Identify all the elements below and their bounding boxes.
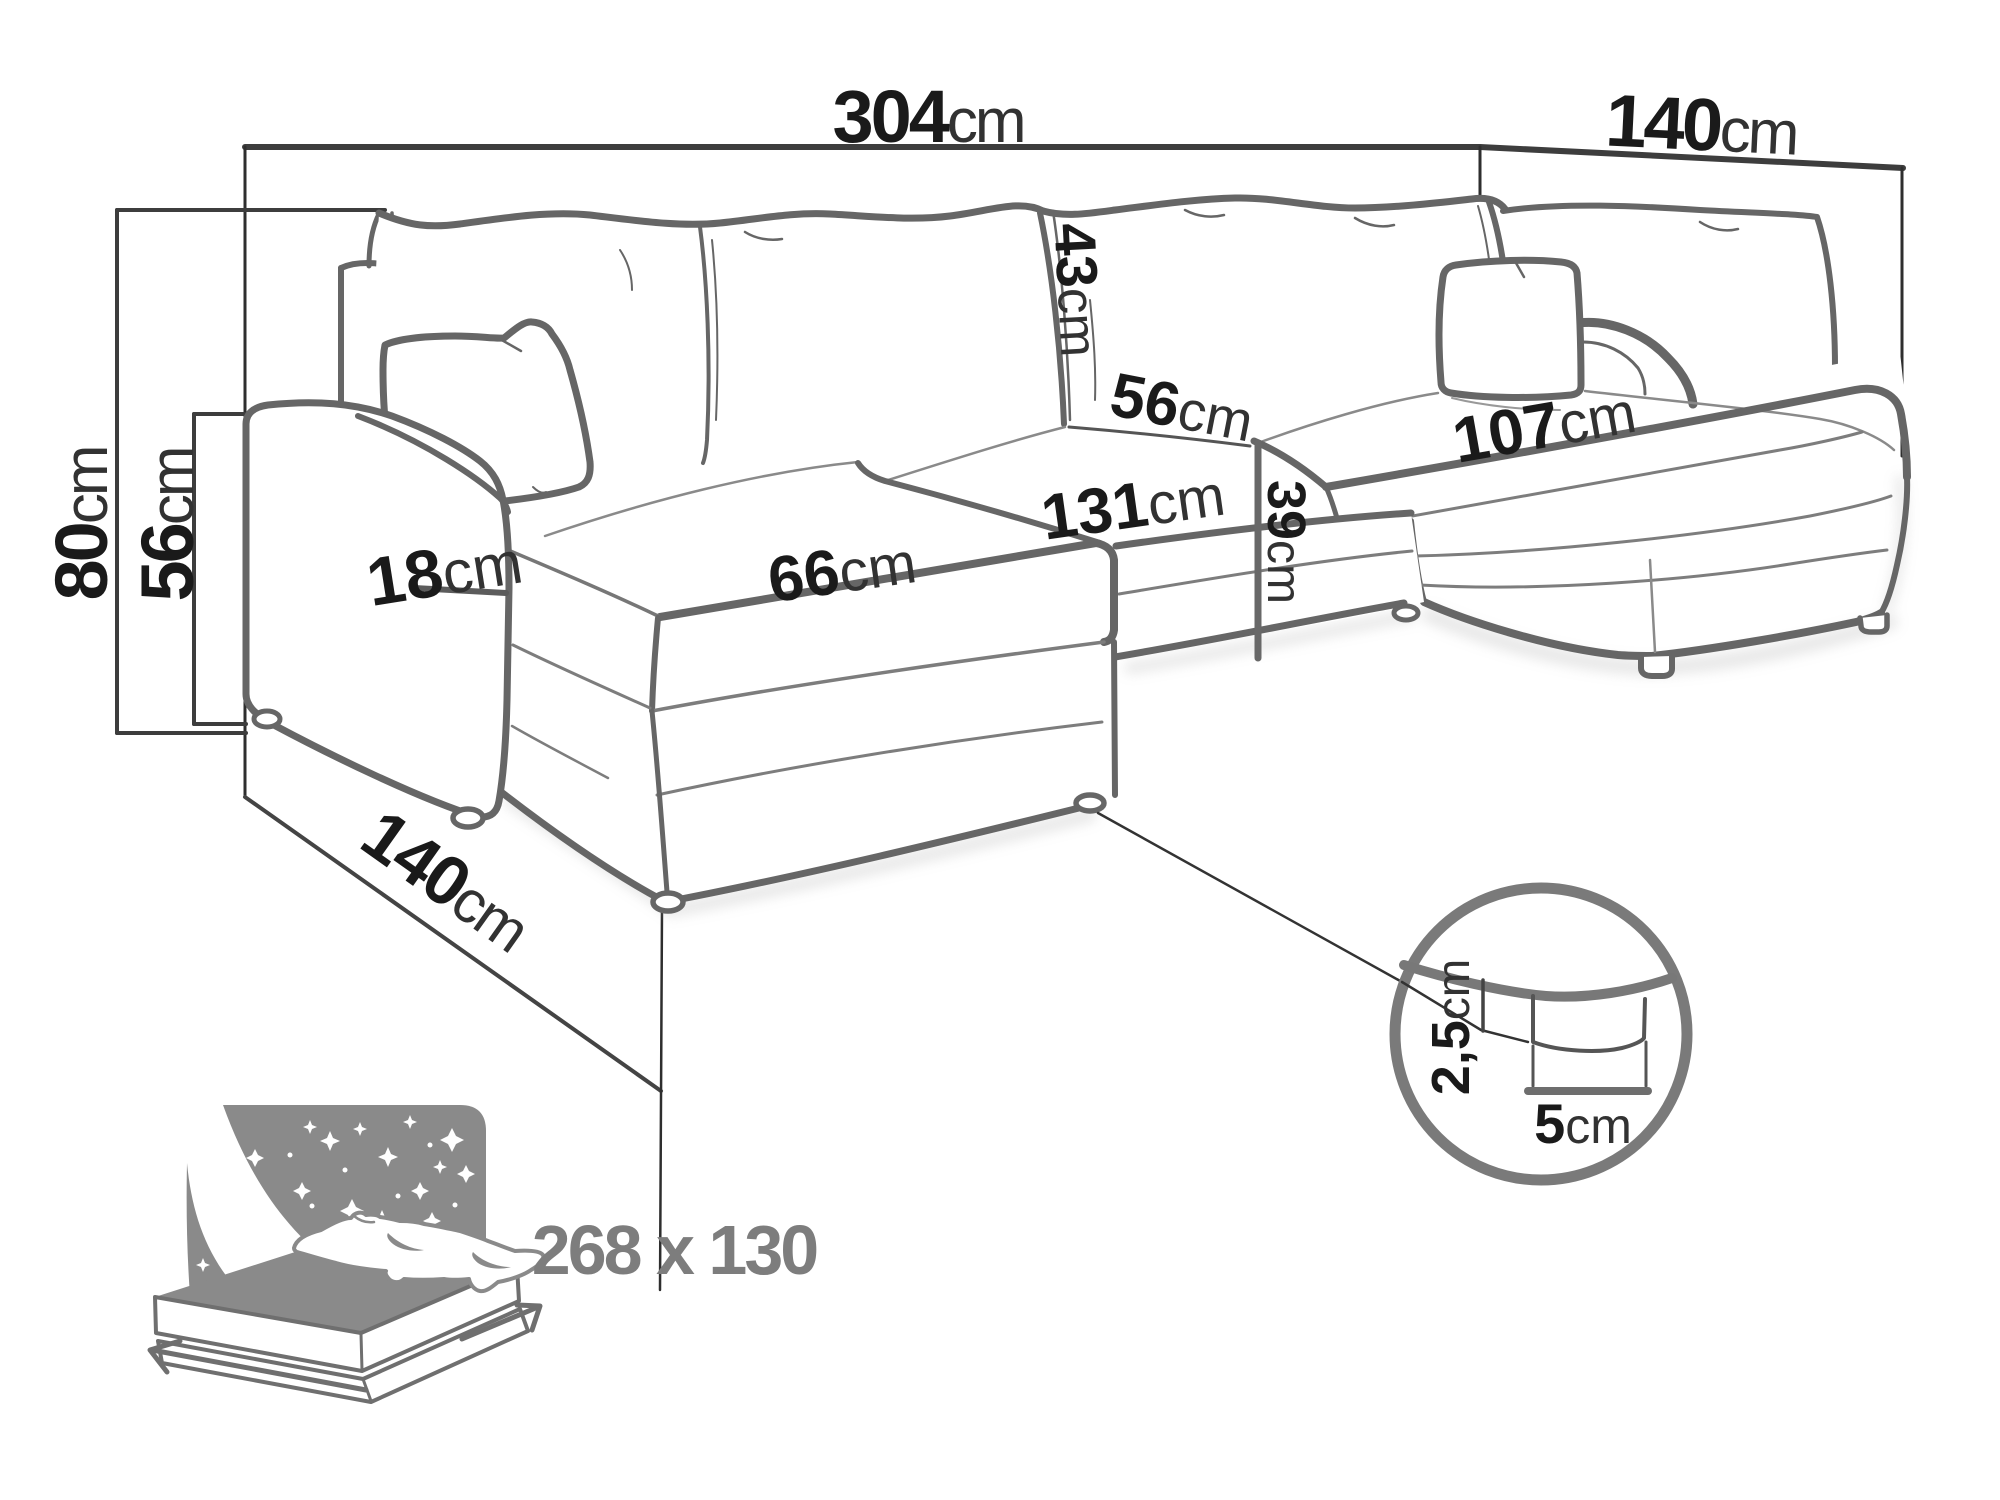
svg-text:43cm: 43cm <box>1042 221 1114 358</box>
svg-text:2,5cm: 2,5cm <box>1421 959 1481 1095</box>
svg-text:56cm: 56cm <box>126 449 209 602</box>
svg-text:39cm: 39cm <box>1256 480 1316 604</box>
svg-text:304cm: 304cm <box>832 75 1023 158</box>
svg-text:80cm: 80cm <box>40 448 123 601</box>
svg-text:140cm: 140cm <box>1604 78 1799 170</box>
svg-text:268 x 130: 268 x 130 <box>532 1211 817 1289</box>
svg-text:5cm: 5cm <box>1534 1092 1632 1155</box>
